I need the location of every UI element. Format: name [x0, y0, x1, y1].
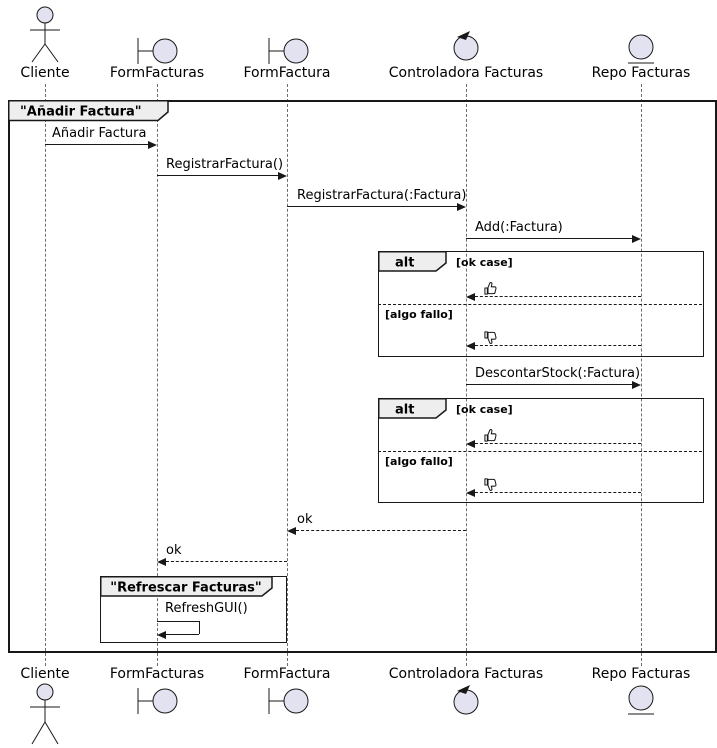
alt-fragment-2	[378, 398, 704, 503]
actor-icon	[30, 6, 60, 63]
message-label: RegistrarFactura()	[166, 157, 284, 172]
participant-label-formfacturas: FormFacturas	[109, 65, 205, 81]
arrowhead-icon	[278, 172, 287, 180]
message-label: ok	[166, 543, 182, 558]
lifeline-formfactura	[287, 84, 288, 666]
message-label: RegistrarFactura(:Factura)	[297, 188, 467, 203]
lifeline-controladora-facturas	[466, 84, 467, 666]
guard-label: [algo fallo]	[385, 308, 453, 321]
arrowhead-icon	[157, 631, 166, 639]
arrowhead-icon	[466, 342, 475, 350]
alt-operator: alt	[395, 403, 414, 418]
alt-divider	[378, 304, 702, 305]
participant-label-cliente: Cliente	[20, 666, 70, 682]
alt-operator-tab: alt	[378, 398, 447, 419]
control-icon	[453, 685, 479, 715]
lifeline-repo-facturas	[641, 84, 642, 666]
message-line	[466, 238, 633, 239]
alt-operator: alt	[395, 256, 414, 271]
guard-label: [ok case]	[456, 403, 513, 416]
participant-label-repo-facturas: Repo Facturas	[591, 65, 691, 81]
participant-label-controladora-facturas: Controladora Facturas	[388, 65, 544, 81]
frame-anadir-factura	[8, 100, 717, 653]
lifeline-formfacturas	[157, 84, 158, 666]
participant-label-formfacturas: FormFacturas	[109, 666, 205, 682]
thumbs-up-icon	[484, 429, 497, 442]
entity-icon	[628, 685, 654, 715]
message-line	[157, 175, 279, 176]
alt-divider	[378, 451, 702, 452]
participant-label-repo-facturas: Repo Facturas	[591, 666, 691, 682]
thumbs-down-icon	[484, 478, 497, 491]
self-message-line	[166, 634, 199, 635]
message-label: RefreshGUI()	[165, 601, 248, 616]
boundary-icon	[268, 688, 309, 714]
return-line	[470, 345, 641, 346]
thumbs-down-icon	[484, 331, 497, 344]
boundary-icon	[137, 38, 178, 64]
message-label: Add(:Factura)	[475, 220, 563, 235]
message-line	[45, 144, 149, 145]
message-label: ok	[297, 512, 313, 527]
arrowhead-icon	[157, 558, 166, 566]
participant-label-formfactura: FormFactura	[243, 65, 331, 81]
arrowhead-icon	[457, 203, 466, 211]
boundary-icon	[268, 38, 309, 64]
return-line	[470, 492, 641, 493]
group-title: "Refrescar Facturas"	[110, 581, 261, 596]
return-line	[166, 561, 287, 562]
thumbs-up-icon	[484, 282, 497, 295]
frame-title: "Añadir Factura"	[20, 105, 142, 120]
arrowhead-icon	[466, 293, 475, 301]
entity-icon	[628, 34, 654, 64]
lifeline-cliente	[45, 84, 46, 666]
message-label: Añadir Factura	[52, 126, 147, 141]
self-message-line	[157, 621, 199, 622]
message-line	[287, 206, 458, 207]
arrowhead-icon	[466, 489, 475, 497]
alt-operator-tab: alt	[378, 251, 447, 272]
return-line	[470, 296, 641, 297]
participant-label-formfactura: FormFactura	[243, 666, 331, 682]
frame-title-tab: "Añadir Factura"	[8, 100, 169, 122]
arrowhead-icon	[466, 440, 475, 448]
self-message-line	[199, 621, 200, 634]
participant-label-cliente: Cliente	[20, 65, 70, 81]
arrowhead-icon	[632, 381, 641, 389]
boundary-icon	[137, 688, 178, 714]
actor-icon	[30, 683, 60, 745]
arrowhead-icon	[632, 235, 641, 243]
return-line	[470, 443, 641, 444]
message-line	[466, 384, 633, 385]
message-label: DescontarStock(:Factura)	[475, 366, 641, 381]
group-title-tab: "Refrescar Facturas"	[100, 576, 273, 597]
guard-label: [algo fallo]	[385, 455, 453, 468]
arrowhead-icon	[287, 527, 296, 535]
control-icon	[453, 31, 479, 61]
return-line	[296, 530, 466, 531]
arrowhead-icon	[148, 141, 157, 149]
participant-label-controladora-facturas: Controladora Facturas	[388, 666, 544, 682]
guard-label: [ok case]	[456, 256, 513, 269]
